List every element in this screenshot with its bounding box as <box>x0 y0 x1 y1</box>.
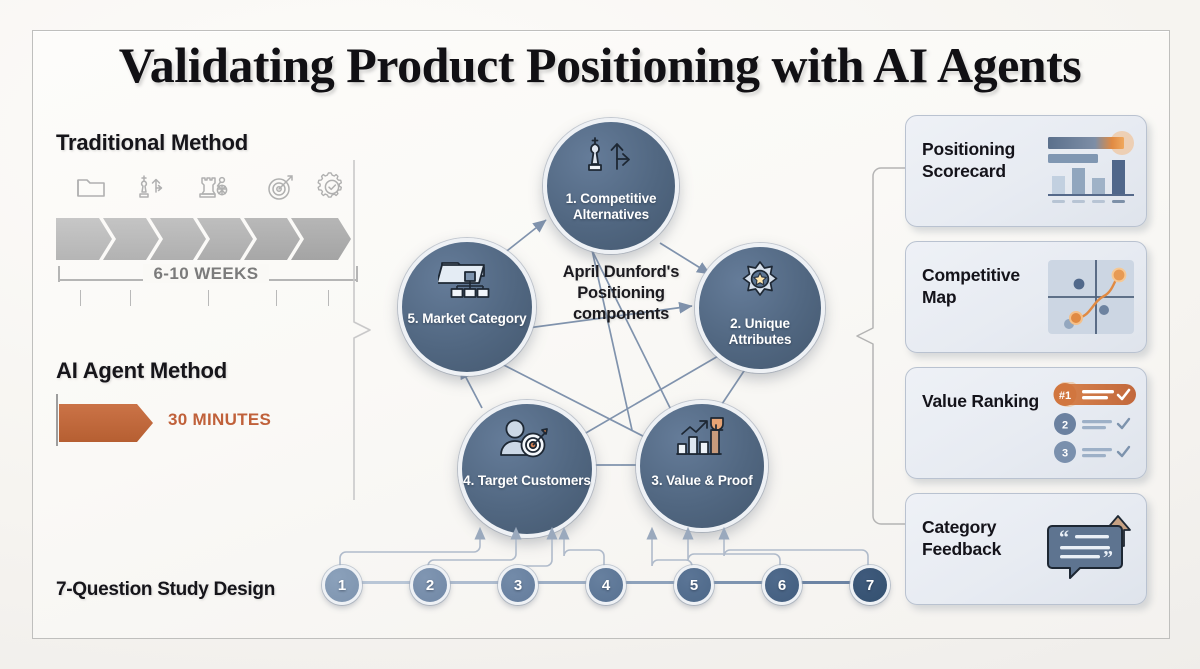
question-node-2[interactable]: 2 <box>410 565 450 605</box>
rank-2-label: 2 <box>1062 420 1068 432</box>
card-title: Value Ranking <box>922 391 1040 411</box>
chess-king-arrow-icon <box>139 175 163 198</box>
node-label: 3. Value & Proof <box>651 473 753 488</box>
node-unique-attributes[interactable]: 2. Unique Attributes <box>695 243 825 373</box>
quote-open-glyph: “ <box>1059 527 1069 549</box>
left-panel: Traditional Method <box>56 130 358 490</box>
card-title: Category Feedback <box>922 517 1002 559</box>
ai-chevron-stem <box>56 394 58 446</box>
quadrant-scatter-art <box>1048 260 1134 334</box>
node-competitive-alternatives[interactable]: 1. Competitive Alternatives <box>543 118 679 254</box>
question-node-7[interactable]: 7 <box>850 565 890 605</box>
page-title: Validating Product Positioning with AI A… <box>118 37 1082 93</box>
node-label: 5. Market Category <box>407 311 527 326</box>
node-value-proof[interactable]: 3. Value & Proof <box>636 400 768 532</box>
timeline-segment <box>291 218 351 260</box>
person-target-icon <box>498 417 556 468</box>
traditional-method-heading: Traditional Method <box>56 130 248 155</box>
rook-network-icon <box>199 176 228 198</box>
left-panel-divider <box>353 160 371 500</box>
question-number: 7 <box>865 576 875 594</box>
node-label: 1. Competitive Alternatives <box>565 191 657 222</box>
traditional-timeline <box>56 218 356 306</box>
card-title: Positioning Scorecard <box>922 139 1016 181</box>
question-number: 6 <box>777 576 787 594</box>
diagram-center-text: April Dunford's Positioning components <box>562 263 680 323</box>
card-title: Competitive Map <box>922 265 1020 307</box>
bar-chart-trophy-icon <box>674 417 730 468</box>
speech-bubble-arrow-art: “ ” <box>1047 515 1131 579</box>
cards-bracket-connector <box>856 167 913 525</box>
study-design-row: 7-Question Study Design 1 2 3 4 5 6 7 <box>56 565 896 625</box>
node-target-customers[interactable]: 4. Target Customers <box>458 400 596 538</box>
question-number: 5 <box>689 576 699 594</box>
node-label: 4. Target Customers <box>463 473 591 488</box>
question-node-5[interactable]: 5 <box>674 565 714 605</box>
output-cards: Positioning Scorecard <box>905 115 1147 615</box>
rank-1-label: #1 <box>1059 390 1071 402</box>
chess-king-split-arrow-icon <box>581 135 641 186</box>
traditional-icon-row <box>60 170 350 208</box>
node-label: 2. Unique Attributes <box>728 316 792 347</box>
card-category-feedback[interactable]: Category Feedback “ ” <box>905 493 1147 605</box>
question-number: 4 <box>601 576 611 594</box>
question-node-4[interactable]: 4 <box>586 565 626 605</box>
question-node-1[interactable]: 1 <box>322 565 362 605</box>
target-icon <box>268 175 293 200</box>
ai-duration-label: 30 MINUTES <box>168 410 272 429</box>
ai-agent-method-heading: AI Agent Method <box>56 358 227 383</box>
sheriff-badge-star-icon <box>735 260 785 311</box>
traditional-duration-label: 6-10 WEEKS <box>56 264 356 284</box>
folder-hierarchy-icon <box>436 255 496 306</box>
ai-agent-block: AI Agent Method 30 MINUTES <box>56 358 356 446</box>
card-competitive-map[interactable]: Competitive Map <box>905 241 1147 353</box>
card-positioning-scorecard[interactable]: Positioning Scorecard <box>905 115 1147 227</box>
quote-close-glyph: ” <box>1103 547 1113 569</box>
folder-icon <box>77 179 105 197</box>
gear-check-icon <box>317 172 343 198</box>
ai-duration-chevron <box>59 404 153 442</box>
bar-chart-art <box>1048 131 1134 203</box>
question-number: 1 <box>337 576 347 594</box>
timeline-segment <box>56 218 112 260</box>
question-number: 3 <box>513 576 523 594</box>
positioning-diagram: 1. Competitive Alternatives 2. Unique At… <box>380 110 860 550</box>
node-market-category[interactable]: 5. Market Category <box>398 238 536 376</box>
question-node-3[interactable]: 3 <box>498 565 538 605</box>
ranked-list-art: #1 2 3 <box>1053 382 1136 463</box>
card-value-ranking[interactable]: Value Ranking #1 2 <box>905 367 1147 479</box>
rank-3-label: 3 <box>1062 448 1068 460</box>
study-design-label: 7-Question Study Design <box>56 579 276 600</box>
question-node-6[interactable]: 6 <box>762 565 802 605</box>
question-number: 2 <box>425 576 435 594</box>
